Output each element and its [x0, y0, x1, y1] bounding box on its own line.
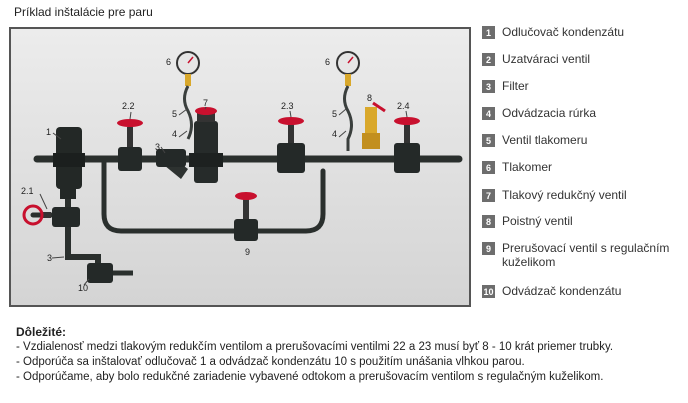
- legend-label: Prerušovací ventil s regulačním kuželiko…: [502, 241, 670, 269]
- safety-valve-8: [362, 101, 386, 149]
- shutoff-valve-9: [234, 192, 258, 241]
- installation-diagram-panel: 1 2.1 2.2 2.3 2.4 3 3 4 4 5 5 6 6 7 8 9 …: [9, 27, 471, 307]
- legend-item-7: 7 Tlakový redukčný ventil: [482, 188, 682, 202]
- callout-4-right: 4: [332, 129, 337, 139]
- legend-item-8: 8 Poistný ventil: [482, 214, 682, 228]
- installation-diagram: 1 2.1 2.2 2.3 2.4 3 3 4 4 5 5 6 6 7 8 9 …: [21, 51, 463, 293]
- legend-item-6: 6 Tlakomer: [482, 160, 682, 174]
- notes-title: Dôležité:: [16, 325, 67, 339]
- legend-badge: 1: [482, 26, 495, 39]
- note-item: - Vzdialenosť medzi tlakovým redukčím ve…: [16, 341, 614, 353]
- legend-label: Filter: [502, 79, 529, 93]
- callout-5-left: 5: [172, 109, 177, 119]
- legend-label: Tlakový redukčný ventil: [502, 188, 627, 202]
- legend-badge: 6: [482, 161, 495, 174]
- pressure-gauge-6-right: [336, 51, 360, 151]
- callout-10: 10: [78, 283, 88, 293]
- legend-badge: 3: [482, 80, 495, 93]
- callout-7: 7: [203, 98, 208, 108]
- legend-badge: 7: [482, 189, 495, 202]
- legend-badge: 2: [482, 53, 495, 66]
- stop-valve-2-2: [117, 119, 143, 171]
- legend-label: Odlučovač kondenzátu: [502, 25, 625, 39]
- stop-valve-2-3: [277, 117, 305, 173]
- callout-6-right: 6: [325, 57, 330, 67]
- legend-label: Odvádzač kondenzátu: [502, 284, 622, 298]
- callout-3-drain: 3: [47, 253, 52, 263]
- callout-2-2: 2.2: [122, 101, 135, 111]
- callout-1: 1: [46, 127, 51, 137]
- legend-item-4: 4 Odvádzacia rúrka: [482, 106, 682, 120]
- legend-label: Tlakomer: [502, 160, 553, 174]
- diagram-numbers: 1 2.1 2.2 2.3 2.4 3 3 4 4 5 5 6 6 7 8 9 …: [21, 57, 410, 293]
- callout-5-right: 5: [332, 109, 337, 119]
- callout-4-left: 4: [172, 129, 177, 139]
- legend-badge: 9: [482, 242, 495, 255]
- legend-badge: 10: [482, 285, 495, 298]
- separator-1: [53, 127, 85, 199]
- legend-badge: 4: [482, 107, 495, 120]
- legend-label: Ventil tlakomeru: [502, 133, 588, 147]
- pressure-reducing-valve-7: [189, 107, 223, 183]
- important-notes: Dôležité: - Vzdialenosť medzi tlakovým r…: [16, 325, 676, 385]
- callout-2-1: 2.1: [21, 186, 34, 196]
- condensate-trap-10: [87, 263, 133, 283]
- legend-item-3: 3 Filter: [482, 79, 682, 93]
- stop-valve-2-4: [394, 117, 420, 173]
- stop-valve-2-1: [22, 204, 80, 227]
- legend-label: Uzatváraci ventil: [502, 52, 591, 66]
- callout-2-3: 2.3: [281, 101, 294, 111]
- callout-9: 9: [245, 247, 250, 257]
- legend-item-9: 9 Prerušovací ventil s regulačním kuželi…: [482, 241, 682, 269]
- legend-badge: 8: [482, 215, 495, 228]
- legend-label: Poistný ventil: [502, 214, 573, 228]
- pressure-gauge-6-left: [176, 51, 200, 140]
- note-item: - Odporúčame, aby bolo redukčné zariaden…: [16, 371, 604, 383]
- callout-6-left: 6: [166, 57, 171, 67]
- callout-8: 8: [367, 93, 372, 103]
- diagram-title: Príklad inštalácie pre paru: [14, 5, 153, 19]
- callout-3-filter: 3: [155, 142, 160, 152]
- callout-2-4: 2.4: [397, 101, 410, 111]
- legend-badge: 5: [482, 134, 495, 147]
- legend-item-5: 5 Ventil tlakomeru: [482, 133, 682, 147]
- legend-item-1: 1 Odlučovač kondenzátu: [482, 25, 682, 39]
- filter-3: [156, 149, 188, 179]
- legend-item-10: 10 Odvádzač kondenzátu: [482, 284, 682, 298]
- legend-label: Odvádzacia rúrka: [502, 106, 597, 120]
- legend-item-2: 2 Uzatváraci ventil: [482, 52, 682, 66]
- bypass-pipe: [90, 156, 326, 234]
- leader-lines: [39, 106, 408, 286]
- note-item: - Odporúča sa inštalovať odlučovač 1 a o…: [16, 356, 525, 368]
